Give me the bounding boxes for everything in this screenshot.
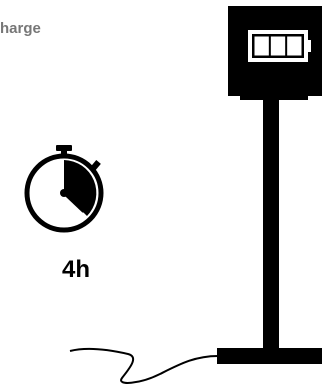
battery-cell (288, 37, 301, 55)
battery-cell (271, 37, 284, 55)
battery-cells (255, 37, 301, 55)
battery-cell (255, 37, 268, 55)
charge-duration-label: 4h (36, 256, 116, 284)
stopwatch-icon (27, 145, 101, 230)
battery-full-icon (250, 32, 311, 60)
charging-cable-icon (70, 349, 218, 383)
